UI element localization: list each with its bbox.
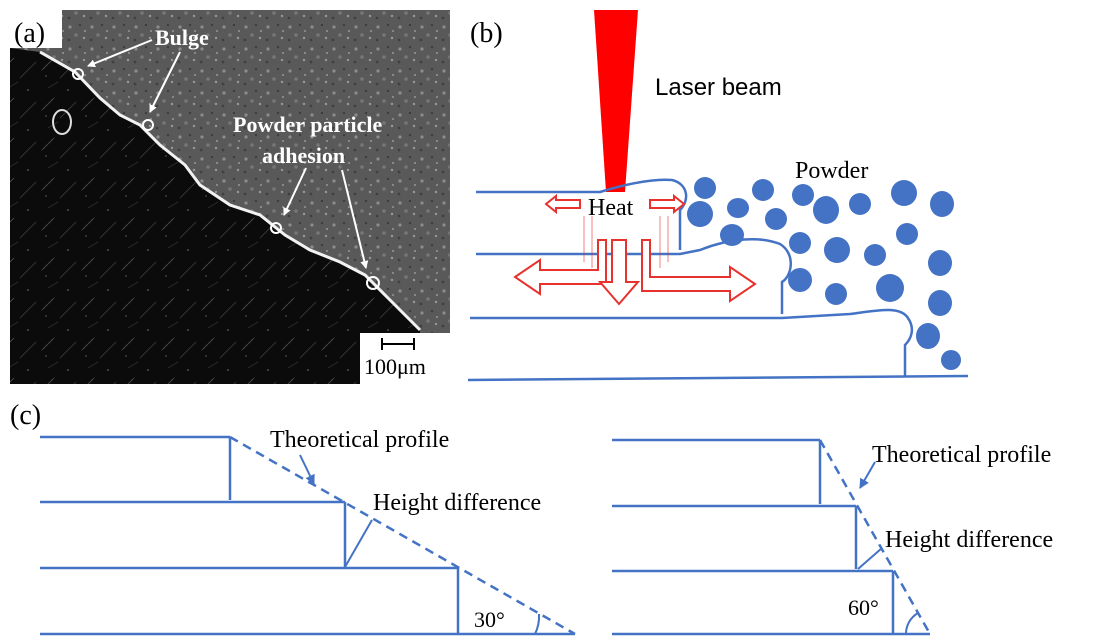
profile-60deg <box>612 438 932 636</box>
powder-particle <box>916 323 940 349</box>
panel-a: (a) Bulge Powder particle adhesion 100μm <box>10 10 450 384</box>
powder-particle <box>941 350 961 370</box>
powder-particle <box>928 290 952 316</box>
heat-arrow-down <box>597 239 641 306</box>
powder-particle <box>789 232 811 254</box>
layer-line-base <box>467 374 969 382</box>
left-angle-label: 30° <box>474 607 505 632</box>
micrograph-particle <box>366 276 380 290</box>
powder-particle <box>792 184 814 206</box>
laser-beam-label: Laser beam <box>655 74 782 101</box>
panel-c: (c) Theoretical profile Height differenc… <box>10 400 1053 636</box>
bulge-arrow <box>149 51 181 113</box>
adhesion-arrow <box>341 169 369 269</box>
profile-30deg <box>40 435 576 636</box>
angle-arc <box>904 612 919 635</box>
powder-particle <box>849 193 871 215</box>
micrograph-edge-outline <box>39 50 422 332</box>
right-angle-label: 60° <box>848 595 879 620</box>
right-height-label: Height difference <box>885 527 1053 553</box>
theoretical-profile-line <box>229 435 576 636</box>
adhesion-annotation-line1: Powder particle <box>233 112 383 137</box>
heat-label: Heat <box>588 195 634 221</box>
left-height-label: Height difference <box>373 490 541 516</box>
powder-label: Powder <box>795 158 868 184</box>
panel-c-label: (c) <box>10 400 41 431</box>
micrograph-dark-substrate <box>10 48 420 384</box>
panel-b-label: (b) <box>470 18 503 49</box>
powder-particle <box>720 224 744 246</box>
layer-line-top <box>476 178 688 250</box>
height-difference-pointer <box>857 547 883 570</box>
panel-a-label: (a) <box>14 18 45 49</box>
powder-particle <box>896 223 918 245</box>
profile-pointer-arrow <box>859 461 876 489</box>
powder-particle <box>928 250 952 276</box>
heat-arrow-left-small <box>544 193 581 215</box>
adhesion-arrow <box>283 167 307 216</box>
layer-line-2 <box>476 237 792 314</box>
panel-a-label-box <box>10 10 62 48</box>
heat-arrow-right-small <box>649 193 686 215</box>
powder-particle <box>752 179 774 201</box>
right-profile-label: Theoretical profile <box>872 442 1051 468</box>
height-difference-pointer <box>344 519 373 568</box>
heat-arrow-right-large <box>641 239 757 303</box>
powder-particle <box>727 198 749 218</box>
powder-particle <box>825 283 847 305</box>
micrograph-particle <box>72 68 84 80</box>
powder-particle <box>864 244 886 266</box>
profile-pointer-arrow <box>299 454 315 485</box>
adhesion-annotation-line2: adhesion <box>262 143 345 168</box>
powder-particle <box>694 177 716 199</box>
powder-particle <box>824 237 850 263</box>
bulge-arrow <box>87 39 153 68</box>
micrograph-particle <box>142 119 154 131</box>
left-profile-label: Theoretical profile <box>270 427 449 453</box>
scale-bar-label: 100μm <box>364 354 426 379</box>
powder-particle <box>687 201 713 227</box>
heat-arrow-left-large <box>513 239 607 296</box>
bulge-annotation: Bulge <box>155 25 209 50</box>
powder-particle <box>876 274 904 302</box>
powder-particle <box>891 180 917 206</box>
laser-beam <box>594 10 638 192</box>
powder-particle <box>813 196 839 224</box>
theoretical-profile-line <box>818 439 932 635</box>
powder-particle <box>765 208 787 230</box>
micrograph-pore <box>52 109 72 135</box>
micrograph-particle <box>270 222 282 234</box>
powder-particle <box>788 268 812 292</box>
angle-arc <box>534 613 541 635</box>
powder-particle <box>930 191 954 217</box>
panel-b: (b) Laser beam Heat Powder <box>467 10 969 382</box>
scale-bar-box <box>360 333 450 384</box>
layer-line-3 <box>470 308 914 376</box>
